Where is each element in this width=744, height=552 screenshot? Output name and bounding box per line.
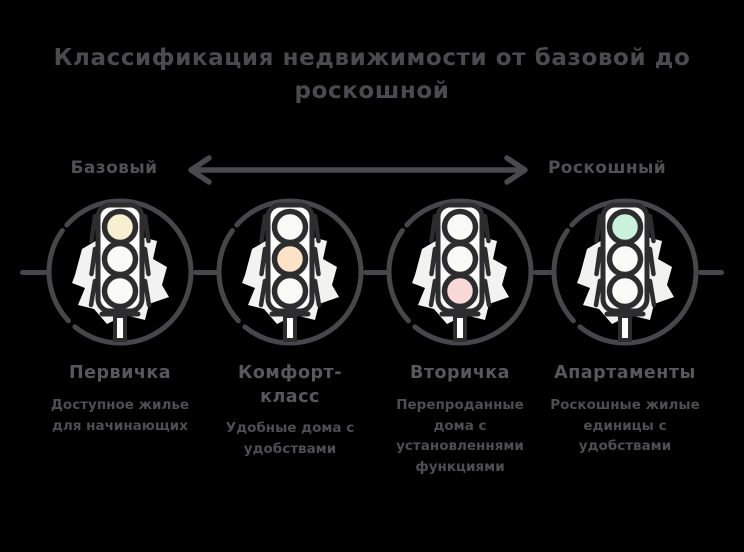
- traffic-light-icon: [88, 202, 152, 342]
- spectrum-line-segment: [533, 270, 553, 275]
- traffic-light-icon: [258, 202, 322, 342]
- category-node-apartamenty: [550, 197, 700, 347]
- node-circle: [551, 198, 699, 346]
- node-circle: [386, 198, 534, 346]
- node-circle: [216, 198, 364, 346]
- lamp-bottom: [606, 272, 644, 310]
- category-title: Апартаменты: [554, 363, 696, 383]
- lamp-middle: [101, 240, 139, 278]
- traffic-light-icon: [593, 202, 657, 342]
- category-title: Первичка: [68, 363, 172, 383]
- category-column-pervichka: Первичка Доступное жилье для начинающих: [35, 362, 205, 436]
- category-description: Удобные дома с удобствами: [225, 420, 355, 458]
- spectrum-line-segment: [20, 270, 48, 275]
- lamp-bottom: [271, 272, 309, 310]
- lamp-middle: [271, 240, 309, 278]
- lamp-top: [101, 208, 139, 246]
- double-arrow-icon: [188, 155, 528, 185]
- lamp-middle: [441, 240, 479, 278]
- node-circle: [46, 198, 194, 346]
- lamp-bottom: [101, 272, 139, 310]
- category-node-vtorichka: [385, 197, 535, 347]
- axis-label-basic: Базовый: [70, 158, 158, 178]
- axis-label-luxury: Роскошный: [547, 158, 667, 178]
- category-column-vtorichka: Вторичка Перепроданные дома с установлен…: [375, 362, 545, 478]
- category-node-pervichka: [45, 197, 195, 347]
- spectrum-line-segment: [698, 270, 724, 275]
- category-description: Доступное жилье для начинающих: [50, 396, 190, 434]
- category-column-apartamenty: Апартаменты Роскошные жилые единицы с уд…: [540, 362, 710, 457]
- lamp-middle: [606, 240, 644, 278]
- spectrum-line-segment: [193, 270, 218, 275]
- category-column-komfort: Комфорт- класс Удобные дома с удобствами: [205, 362, 375, 460]
- lamp-top: [441, 208, 479, 246]
- category-title: Комфорт- класс: [238, 363, 342, 407]
- traffic-light-icon: [428, 202, 492, 342]
- category-node-komfort: [215, 197, 365, 347]
- page-title: Классификация недвижимости от базовой до…: [53, 45, 691, 105]
- category-description: Роскошные жилые единицы с удобствами: [550, 396, 700, 455]
- category-title: Вторичка: [410, 363, 510, 383]
- lamp-top: [606, 208, 644, 246]
- spectrum-line-segment: [363, 270, 388, 275]
- lamp-bottom: [441, 272, 479, 310]
- category-description: Перепроданные дома с установленнями функ…: [396, 396, 524, 476]
- lamp-top: [271, 208, 309, 246]
